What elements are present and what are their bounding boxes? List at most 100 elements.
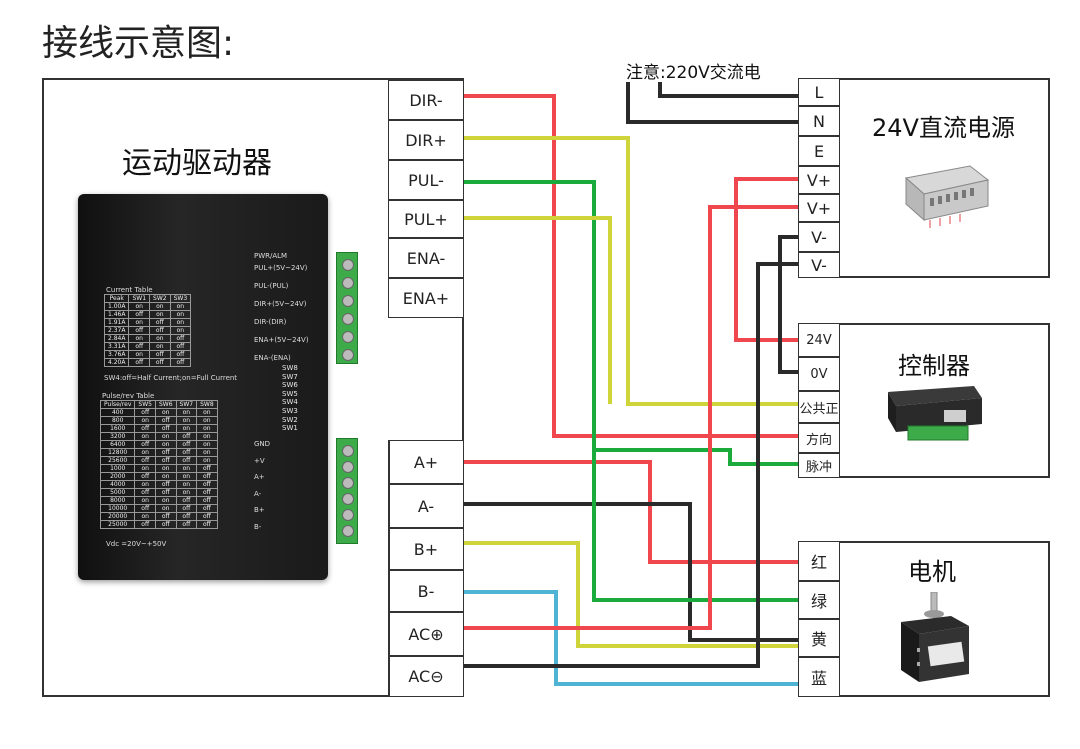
table-cell: off — [175, 432, 198, 441]
table-cell: SW6 — [154, 400, 177, 409]
wire-a-plus — [464, 460, 798, 564]
table-cell: off — [196, 488, 218, 497]
table-cell: off — [149, 358, 171, 367]
page-title: 接线示意图: — [42, 23, 235, 64]
table-cell: on — [175, 416, 198, 425]
table-cell: on — [169, 310, 192, 319]
table-cell: off — [196, 480, 218, 489]
table-cell: on — [134, 480, 156, 489]
driver-terminal-ena-plus: ENA+ — [388, 278, 464, 318]
table-cell: on — [196, 416, 218, 425]
table-cell: off — [169, 358, 192, 367]
table-cell: off — [134, 408, 156, 417]
driver-terminal-divider — [388, 440, 390, 697]
table-cell: off — [169, 342, 192, 351]
driver-terminal-a-minus: A- — [388, 484, 464, 528]
table-cell: 2000 — [99, 472, 136, 481]
table-cell: off — [154, 488, 177, 497]
table-cell: 25600 — [99, 456, 136, 465]
table-cell: off — [175, 440, 198, 449]
psu-terminal-7: V- — [798, 252, 840, 278]
device-pin-label: PUL+(5V~24V) — [254, 264, 308, 272]
table-cell: 10000 — [99, 504, 136, 513]
table-cell: off — [134, 504, 156, 513]
vdc-label: Vdc =20V~+50V — [106, 540, 167, 548]
device-pin-label: ENA-(ENA) — [254, 354, 291, 362]
psu-title: 24V直流电源 — [872, 114, 1015, 142]
motor-terminal-1: 红 — [798, 541, 840, 581]
ac-warning-note: 注意:220V交流电 — [626, 63, 761, 83]
table-cell: off — [134, 488, 156, 497]
table-cell: on — [154, 472, 177, 481]
table-cell: off — [149, 318, 171, 327]
wire-pul-plus — [464, 216, 612, 404]
power-supply-image — [904, 165, 990, 228]
table-cell: off — [175, 456, 198, 465]
table-cell: on — [128, 318, 151, 327]
table-cell: 400 — [99, 408, 136, 417]
table-cell: off — [154, 512, 177, 521]
driver-title: 运动驱动器 — [122, 146, 272, 181]
wire-vminus-1 — [778, 235, 798, 374]
psu-terminal-2: N — [798, 106, 840, 136]
device-pin-label: SW8 — [282, 364, 298, 372]
table-cell: on — [175, 464, 198, 473]
driver-terminal-pul-plus: PUL+ — [388, 200, 464, 238]
driver-terminal-ac-live: AC⊕ — [388, 612, 464, 656]
table-cell: 3.76A — [103, 350, 130, 359]
motor-terminal-2: 绿 — [798, 581, 840, 619]
table-cell: off — [169, 334, 192, 343]
current-table-title: Current Table — [106, 286, 153, 294]
table-cell: off — [196, 520, 218, 529]
table-cell: on — [128, 334, 151, 343]
device-pin-label: DIR+(5V~24V) — [254, 300, 307, 308]
table-cell: off — [154, 456, 177, 465]
table-cell: 1600 — [99, 424, 136, 433]
table-cell: off — [134, 456, 156, 465]
wire-b-plus — [464, 541, 798, 648]
table-cell: 1.00A — [103, 302, 130, 311]
device-pin-label: SW5 — [282, 389, 298, 398]
table-cell: on — [175, 480, 198, 489]
controller-terminal-1: 24V — [798, 323, 840, 357]
table-cell: on — [196, 456, 218, 465]
device-pin-label: +V — [254, 456, 265, 465]
table-cell: off — [128, 358, 151, 367]
table-cell: on — [169, 302, 192, 311]
table-cell: 2.37A — [103, 326, 130, 335]
controller-terminal-3: 公共正 — [798, 391, 840, 423]
table-cell: 12800 — [99, 448, 136, 457]
device-pin-label: A+ — [254, 473, 265, 481]
wire-ac-plus — [464, 205, 798, 630]
table-cell: on — [196, 424, 218, 433]
table-cell: off — [175, 496, 198, 505]
table-cell: off — [175, 520, 198, 529]
psu-terminal-6: V- — [798, 222, 840, 252]
table-cell: off — [175, 512, 198, 521]
driver-terminal-ena-minus: ENA- — [388, 238, 464, 278]
table-cell: off — [175, 448, 198, 457]
table-cell: on — [134, 496, 156, 505]
driver-terminal-pul-minus: PUL- — [388, 160, 464, 200]
table-cell: off — [149, 350, 171, 359]
table-cell: 25000 — [99, 520, 136, 529]
device-pin-label: A- — [254, 489, 262, 498]
table-cell: off — [134, 440, 156, 449]
table-cell: off — [134, 472, 156, 481]
device-pin-label: PUL-(PUL) — [254, 282, 289, 290]
psu-terminal-1: L — [798, 78, 840, 106]
psu-terminal-3: E — [798, 136, 840, 166]
controller-title: 控制器 — [898, 352, 970, 380]
table-cell: off — [196, 504, 218, 513]
table-cell: on — [154, 464, 177, 473]
table-cell: off — [149, 326, 171, 335]
table-cell: Pulse/rev — [99, 400, 136, 409]
table-cell: 6400 — [99, 440, 136, 449]
wire-b-minus — [464, 590, 798, 686]
wire-vplus-1 — [734, 177, 798, 342]
table-cell: on — [134, 448, 156, 457]
table-cell: on — [134, 432, 156, 441]
table-cell: off — [196, 512, 218, 521]
psu-terminal-4: V+ — [798, 166, 840, 194]
